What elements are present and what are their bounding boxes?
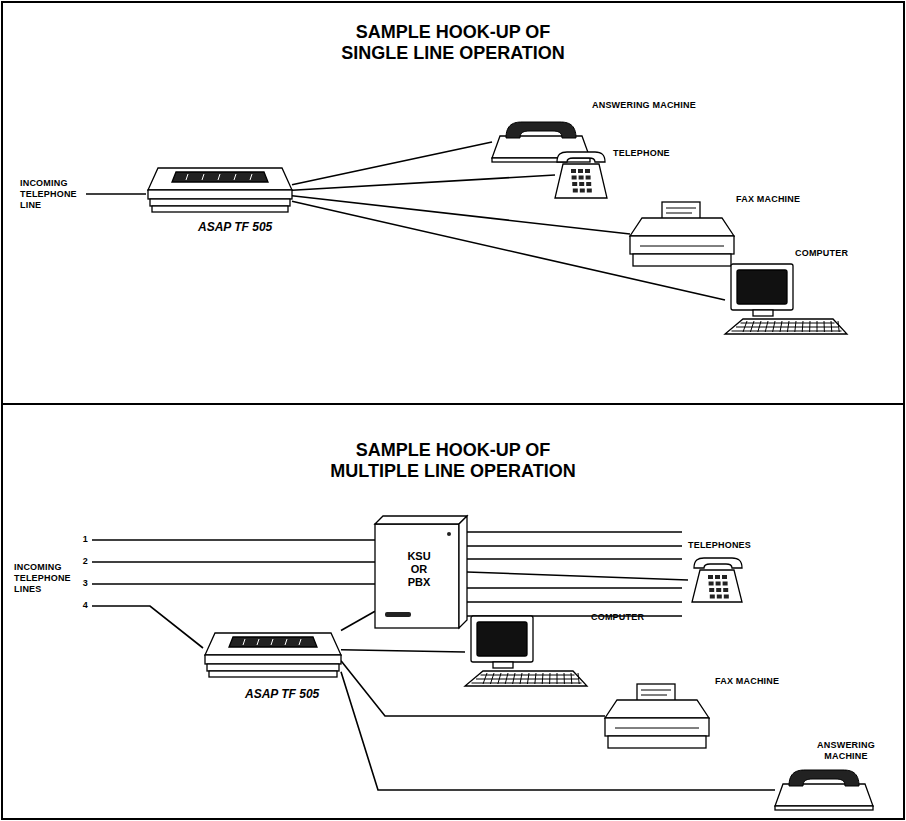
device-label: COMPUTER bbox=[795, 248, 848, 259]
device-label: FAX MACHINE bbox=[736, 194, 800, 205]
extension-line bbox=[467, 601, 682, 602]
incoming-line bbox=[92, 561, 375, 563]
phone-cord bbox=[292, 175, 555, 190]
device-label: KSU OR PBX bbox=[399, 550, 439, 590]
device-label: ASAP TF 505 bbox=[245, 687, 319, 701]
incoming-line bbox=[92, 583, 375, 585]
modem-icon bbox=[205, 625, 341, 680]
computer: COMPUTER bbox=[465, 608, 645, 688]
device-label: TELEPHONE bbox=[613, 148, 670, 159]
line-number: 2 bbox=[78, 556, 88, 567]
phone-cord bbox=[467, 572, 688, 580]
phone-cord bbox=[341, 611, 375, 630]
answer-icon bbox=[775, 770, 873, 810]
panel-heading: SAMPLE HOOK-UP OF SINGLE LINE OPERATION bbox=[322, 22, 584, 63]
phone-cord bbox=[341, 672, 775, 790]
incoming-line bbox=[86, 193, 146, 195]
phone-cord bbox=[341, 661, 605, 716]
fax-icon bbox=[605, 684, 709, 748]
line-label: INCOMING TELEPHONE LINES bbox=[14, 562, 76, 594]
device-label: ASAP TF 505 bbox=[198, 220, 272, 234]
phone-cord bbox=[292, 142, 492, 185]
panel-heading: SAMPLE HOOK-UP OF MULTIPLE LINE OPERATIO… bbox=[322, 440, 584, 481]
line-number: 1 bbox=[78, 534, 88, 545]
answering-machine: ANSWERING MACHINE bbox=[775, 740, 879, 810]
ksu-pbx-cabinet: KSU OR PBX bbox=[375, 516, 467, 628]
telephone: TELEPHONES bbox=[688, 540, 752, 602]
incoming-line bbox=[92, 606, 203, 648]
fax-machine: FAX MACHINE bbox=[605, 676, 780, 748]
modem-device: ASAP TF 505 bbox=[148, 160, 292, 235]
modem-icon bbox=[148, 160, 292, 215]
computer: COMPUTER bbox=[725, 248, 849, 336]
incoming-line bbox=[92, 539, 375, 541]
extension-line bbox=[467, 531, 682, 532]
phone-icon bbox=[692, 558, 742, 602]
phone-cord bbox=[292, 196, 630, 234]
modem-device: ASAP TF 505 bbox=[205, 625, 341, 702]
extension-line bbox=[467, 587, 682, 588]
extension-line bbox=[467, 545, 682, 546]
panel-divider bbox=[2, 403, 904, 405]
telephone: TELEPHONE bbox=[555, 148, 670, 198]
device-label: COMPUTER bbox=[591, 612, 644, 623]
computer-icon bbox=[465, 616, 587, 688]
line-number: 3 bbox=[78, 578, 88, 589]
line-number: 4 bbox=[78, 600, 88, 611]
device-label: TELEPHONES bbox=[688, 540, 751, 551]
device-label: ANSWERING MACHINE bbox=[813, 740, 879, 762]
device-label: FAX MACHINE bbox=[715, 676, 779, 687]
device-label: ANSWERING MACHINE bbox=[592, 100, 696, 111]
line-label: INCOMING TELEPHONE LINE bbox=[20, 178, 82, 210]
extension-line bbox=[467, 558, 682, 559]
computer-icon bbox=[725, 264, 847, 336]
fax-machine: FAX MACHINE bbox=[630, 194, 801, 266]
phone-icon bbox=[555, 152, 607, 198]
phone-cord bbox=[341, 650, 465, 652]
fax-icon bbox=[630, 202, 734, 266]
